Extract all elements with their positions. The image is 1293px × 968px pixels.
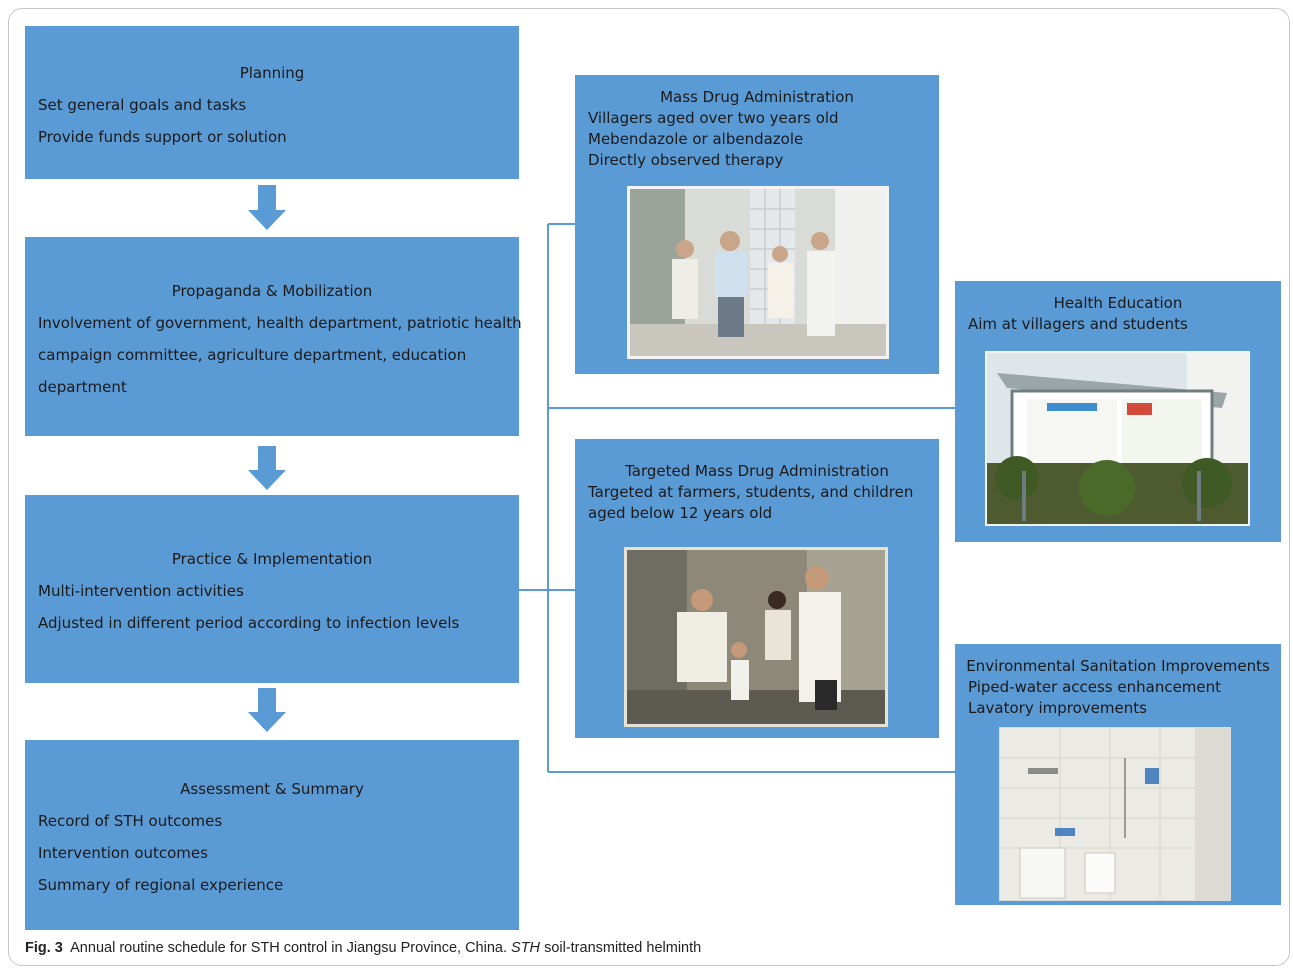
- arrow-practice-to-assessment: [248, 688, 286, 732]
- propaganda-line: department: [38, 378, 127, 396]
- planning-line: Set general goals and tasks: [38, 96, 247, 114]
- health-education-title: Health Education: [1053, 294, 1183, 312]
- practice-box: Practice & Implementation Multi-interven…: [25, 495, 519, 683]
- planning-line: Provide funds support or solution: [38, 128, 287, 146]
- figure-caption: Fig. 3 Annual routine schedule for STH c…: [25, 940, 701, 956]
- caption-text: Annual routine schedule for STH control …: [70, 940, 507, 956]
- propaganda-box: Propaganda & Mobilization Involvement of…: [25, 237, 522, 436]
- health-education-photo: [985, 351, 1250, 526]
- tmda-box: Targeted Mass Drug Administration Target…: [575, 439, 939, 738]
- propaganda-line: Involvement of government, health depart…: [38, 314, 522, 332]
- sanitation-line: Lavatory improvements: [968, 699, 1147, 717]
- sanitation-title: Environmental Sanitation Improvements: [966, 657, 1270, 675]
- propaganda-line: campaign committee, agriculture departme…: [38, 346, 467, 364]
- caption-abbreviation-definition: soil-transmitted helminth: [544, 940, 702, 956]
- tmda-title: Targeted Mass Drug Administration: [625, 462, 889, 480]
- assessment-box: Assessment & Summary Record of STH outco…: [25, 740, 519, 930]
- sanitation-box: Environmental Sanitation Improvements Pi…: [955, 644, 1281, 905]
- health-education-box: Health Education Aim at villagers and st…: [955, 281, 1281, 542]
- sanitation-line: Piped-water access enhancement: [968, 678, 1222, 696]
- practice-line: Adjusted in different period according t…: [38, 614, 460, 632]
- mda-line: Villagers aged over two years old: [588, 109, 839, 127]
- caption-label: Fig. 3: [25, 940, 63, 956]
- health-education-line: Aim at villagers and students: [968, 315, 1188, 333]
- planning-title: Planning: [239, 64, 305, 82]
- propaganda-title: Propaganda & Mobilization: [171, 282, 373, 300]
- planning-box: Planning Set general goals and tasks Pro…: [25, 26, 519, 179]
- arrow-planning-to-propaganda: [248, 185, 286, 230]
- mda-photo: [627, 186, 889, 359]
- mda-line: Directly observed therapy: [588, 151, 784, 169]
- caption-abbreviation: STH: [511, 940, 541, 956]
- mda-box: Mass Drug Administration Villagers aged …: [575, 75, 939, 374]
- tmda-photo: [624, 547, 888, 727]
- tmda-line: Targeted at farmers, students, and child…: [588, 483, 914, 501]
- figure-frame: [8, 8, 1290, 966]
- mda-title: Mass Drug Administration: [660, 88, 854, 106]
- assessment-title: Assessment & Summary: [180, 780, 364, 798]
- assessment-line: Intervention outcomes: [38, 844, 208, 862]
- arrow-propaganda-to-practice: [248, 446, 286, 490]
- tmda-line: aged below 12 years old: [588, 504, 773, 522]
- sanitation-photo: [999, 727, 1231, 901]
- practice-line: Multi-intervention activities: [38, 582, 244, 600]
- practice-title: Practice & Implementation: [171, 550, 373, 568]
- assessment-line: Record of STH outcomes: [38, 812, 223, 830]
- mda-line: Mebendazole or albendazole: [588, 130, 804, 148]
- assessment-line: Summary of regional experience: [38, 876, 284, 894]
